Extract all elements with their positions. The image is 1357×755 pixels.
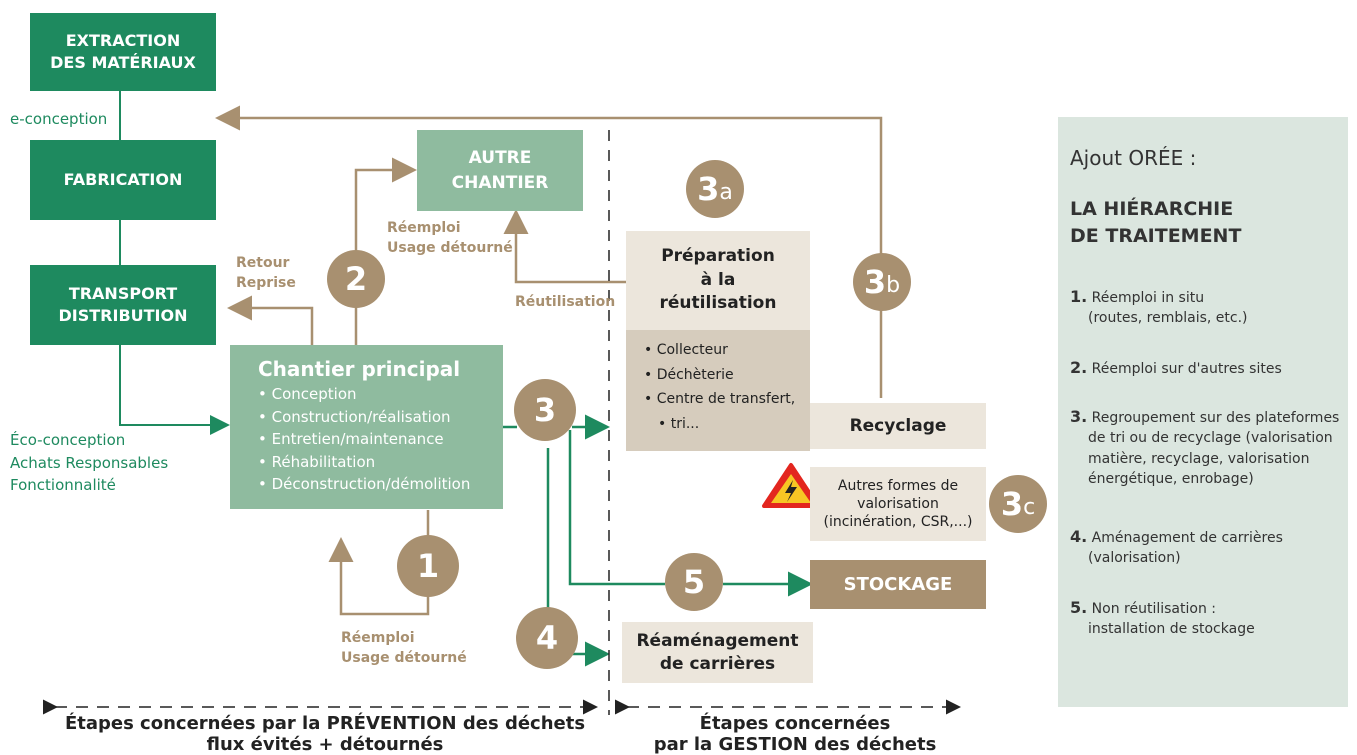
step-4-circle: 4 xyxy=(516,607,578,669)
chantier-principal-list: Conception Construction/réalisation Entr… xyxy=(258,383,471,496)
list-item: Centre de transfert, xyxy=(644,387,795,412)
preparation-list-box: Collecteur Déchèterie Centre de transfer… xyxy=(626,330,810,451)
step-1-circle: 1 xyxy=(397,535,459,597)
list-item: Construction/réalisation xyxy=(258,406,470,429)
prevention-caption: Étapes concernées par la PRÉVENTION des … xyxy=(64,713,586,755)
hazard-warning-icon xyxy=(762,463,820,508)
line-transport-chantier xyxy=(119,345,230,435)
list-item: Entretien/maintenance xyxy=(258,428,470,451)
hierarchy-item-3: 3. Regroupement sur des plateformes de t… xyxy=(1070,407,1340,487)
step-3-circle: 3 xyxy=(514,379,576,441)
list-item: Réhabilitation xyxy=(258,451,470,474)
line-retour-reprise xyxy=(227,295,314,345)
hierarchy-item-4: 4. Aménagement de carrières (valorisatio… xyxy=(1070,527,1283,567)
hierarchy-item-1: 1. Réemploi in situ (routes, remblais, e… xyxy=(1070,287,1248,327)
list-item: Collecteur xyxy=(644,338,795,363)
chantier-principal-title: Chantier principal xyxy=(258,357,461,381)
reutilisation-label: Réutilisation xyxy=(515,294,616,310)
step-5-circle: 5 xyxy=(665,553,723,611)
list-item: Conception xyxy=(258,383,470,406)
e-conception-label: e-conception xyxy=(10,110,108,128)
list-item: Déconstruction/démolition xyxy=(258,473,471,496)
hierarchy-panel xyxy=(1058,117,1348,707)
list-item: Déchèterie xyxy=(644,363,795,388)
panel-heading: Ajout ORÉE : xyxy=(1070,146,1197,170)
chantier-principal-box: Chantier principal Conception Constructi… xyxy=(230,345,503,509)
stockage-box: STOCKAGE xyxy=(810,560,986,609)
fabrication-box: FABRICATION xyxy=(30,140,216,220)
recyclage-box: Recyclage xyxy=(810,403,986,449)
list-item: tri... xyxy=(644,412,795,437)
step-2-circle: 2 xyxy=(327,250,385,308)
hierarchy-item-5: 5. Non réutilisation : installation de s… xyxy=(1070,598,1255,638)
line-reutilisation xyxy=(503,209,626,284)
hierarchy-item-2: 2. Réemploi sur d'autres sites xyxy=(1070,358,1282,377)
line-to-5 xyxy=(568,430,665,586)
